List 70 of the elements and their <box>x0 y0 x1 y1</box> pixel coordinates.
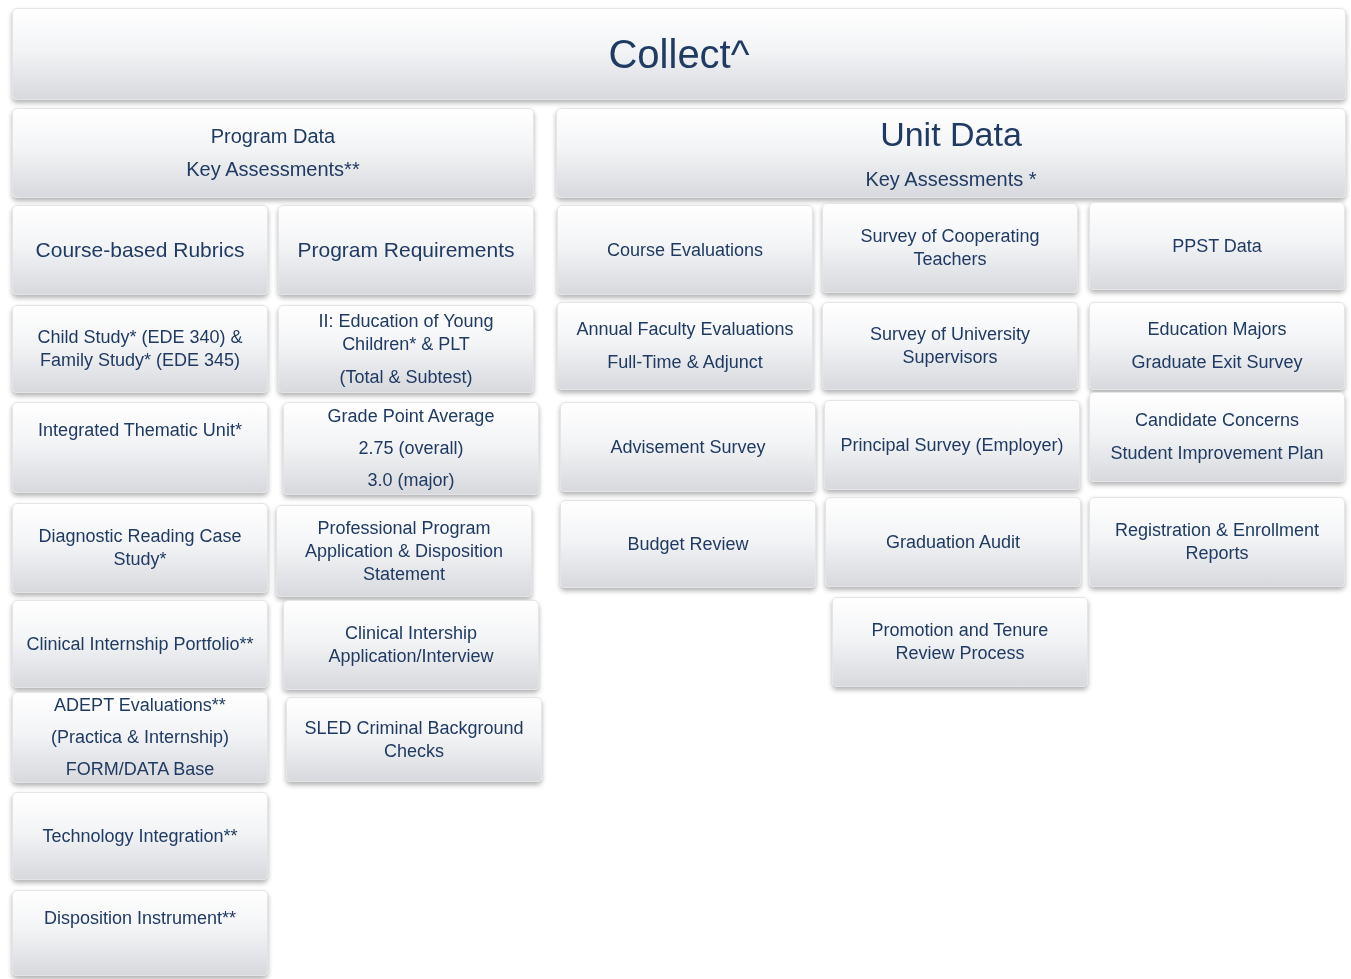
category-box <box>1089 302 1345 390</box>
category-box <box>832 597 1088 687</box>
box-text: Full-Time & Adjunct <box>607 351 763 374</box>
category-box <box>276 505 532 597</box>
category-box <box>12 305 268 393</box>
box-heading: Collect^ <box>608 31 750 77</box>
category-box <box>283 600 539 690</box>
box-text: (Practica & Internship) <box>50 726 230 749</box>
box-heading: Annual Faculty Evaluations <box>576 318 794 341</box>
box-heading: Unit Data <box>880 115 1022 154</box>
header-bar <box>12 8 1346 100</box>
box-text: Graduate Exit Survey <box>1131 351 1303 374</box>
category-box <box>822 302 1078 390</box>
box-text: PPST Data <box>1172 234 1262 258</box>
box-text: Integrated Thematic Unit* <box>38 419 242 442</box>
box-text: Student Improvement Plan <box>1110 442 1324 465</box>
category-box <box>824 400 1080 490</box>
box-text: (Total & Subtest) <box>339 365 473 389</box>
category-box <box>560 402 816 492</box>
box-text: Clinical Internship Portfolio** <box>26 632 254 656</box>
category-box <box>12 890 268 976</box>
category-box <box>12 205 268 295</box>
category-box <box>556 108 1346 198</box>
box-text: FORM/DATA Base <box>65 758 215 781</box>
box-text: Graduation Audit <box>885 530 1021 554</box>
category-box <box>12 600 268 688</box>
category-box <box>12 108 534 198</box>
box-text: Budget Review <box>627 532 749 556</box>
box-text: Promotion and Tenure Review Process <box>870 619 1050 665</box>
box-heading: ADEPT Evaluations** <box>54 694 226 717</box>
box-text: Disposition Instrument** <box>43 907 237 930</box>
box-text: Advisement Survey <box>610 435 766 459</box>
category-box <box>12 503 268 593</box>
box-text: Course Evaluations <box>606 238 764 262</box>
box-text: 3.0 (major) <box>367 469 455 492</box>
box-heading: Key Assessments** <box>186 158 360 181</box>
box-text: SLED Criminal Background Checks <box>303 716 525 763</box>
box-heading: II: Education of Young Children* & PLT <box>317 309 495 356</box>
category-box <box>286 697 542 782</box>
box-text: Diagnostic Reading Case Study* <box>37 525 243 571</box>
box-text: Clinical Intership Application/Interview <box>327 622 495 668</box>
box-text: Course-based Rubrics <box>35 238 245 262</box>
category-box <box>825 497 1081 587</box>
category-box <box>560 500 816 588</box>
category-box <box>12 692 268 783</box>
category-box <box>278 305 534 393</box>
box-heading: Education Majors <box>1147 318 1287 341</box>
box-heading: Candidate Concerns <box>1134 409 1300 432</box>
box-heading: Grade Point Average <box>327 405 495 428</box>
box-text: Survey of University Supervisors <box>868 323 1032 369</box>
category-box <box>1089 202 1345 290</box>
box-heading: Key Assessments * <box>865 168 1037 191</box>
box-text: Program Requirements <box>297 238 515 262</box>
category-box <box>12 402 268 493</box>
category-box <box>283 402 539 495</box>
category-box <box>1089 497 1345 587</box>
box-text: Registration & Enrollment Reports <box>1113 519 1321 565</box>
category-box <box>822 203 1078 293</box>
category-box <box>278 205 534 295</box>
box-text: Survey of Cooperating Teachers <box>859 225 1041 271</box>
box-text: Principal Survey (Employer) <box>840 433 1064 457</box>
category-box <box>12 792 268 880</box>
box-heading: Program Data <box>210 125 336 148</box>
category-box <box>1089 392 1345 482</box>
category-box <box>557 205 813 295</box>
box-text: Technology Integration** <box>42 824 238 848</box>
box-text: Child Study* (EDE 340) & Family Study* (EDE 345) <box>36 326 244 372</box>
category-box <box>557 302 813 390</box>
box-text: 2.75 (overall) <box>358 437 464 460</box>
box-text: Professional Program Application & Disposition Statement <box>303 516 505 586</box>
